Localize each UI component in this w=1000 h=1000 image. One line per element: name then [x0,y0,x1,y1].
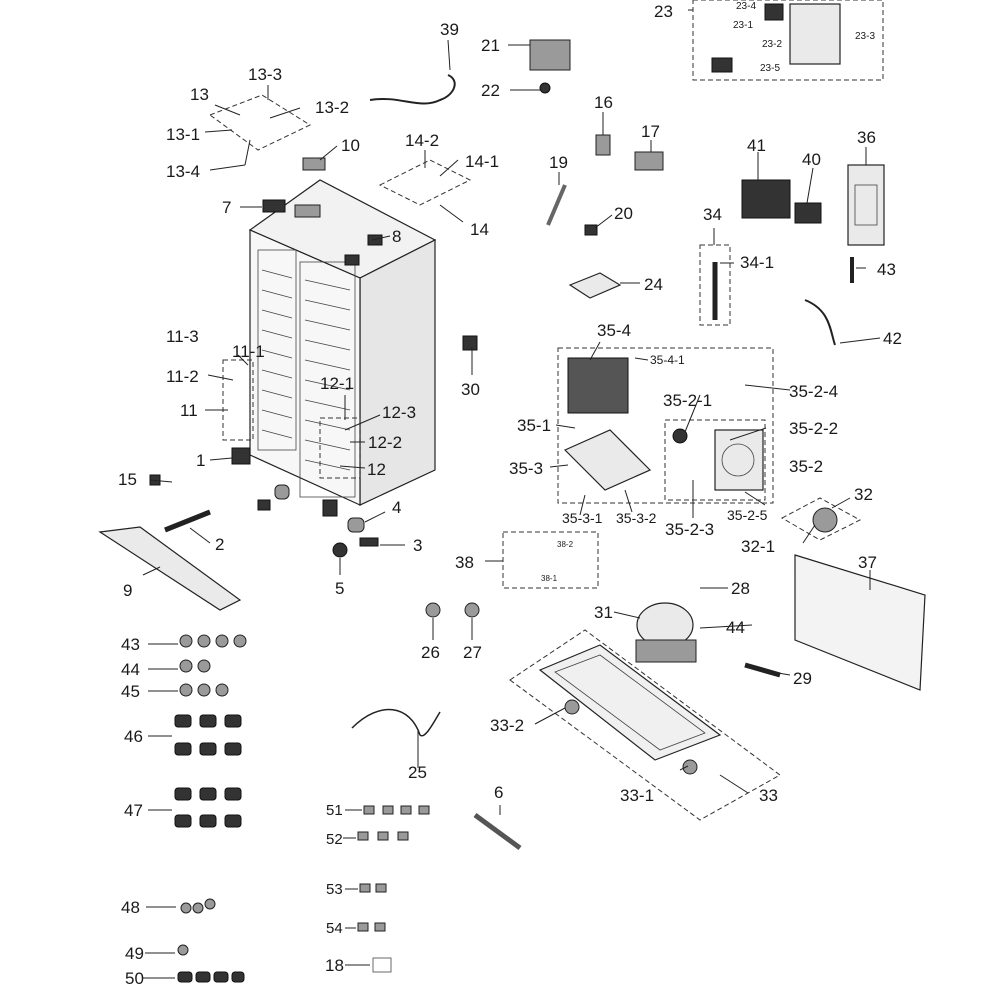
callout-13: 13 [190,85,209,104]
callout-13-4: 13-4 [166,162,200,181]
callout-34-1: 34-1 [740,253,774,272]
callout-13-2: 13-2 [315,98,349,117]
callout-22: 22 [481,81,500,100]
callout-12: 12 [367,460,386,479]
callout-12-3: 12-3 [382,403,416,422]
callout-35-2-5: 35-2-5 [727,507,768,523]
callout-52: 52 [326,831,343,848]
part-glyphs [98,0,926,973]
callout-35-4-1: 35-4-1 [650,353,685,367]
refrigerator-cabinet [248,179,437,506]
callout-8: 8 [392,227,401,246]
callout-38: 38 [455,553,474,572]
callout-14: 14 [470,220,489,239]
callout-44-left: 44 [121,660,140,679]
callout-32: 32 [854,485,873,504]
callout-40: 40 [802,150,821,169]
callout-13-1: 13-1 [166,125,200,144]
callout-20: 20 [614,204,633,223]
callout-15: 15 [118,470,137,489]
callout-48: 48 [121,898,140,917]
callout-44-right: 44 [726,618,745,637]
callout-35-3-2: 35-3-2 [616,510,657,526]
callout-36: 36 [857,128,876,147]
bottom-plate-assembly [509,629,781,821]
callout-43-left: 43 [121,635,140,654]
callout-9: 9 [123,581,132,600]
callout-23-4: 23-4 [736,1,756,12]
callout-16: 16 [594,93,613,112]
callout-17: 17 [641,122,660,141]
callout-labels: 1 2 3 4 5 6 7 8 9 10 11 11-1 11-2 11-3 1… [118,1,902,988]
callout-33-1: 33-1 [620,786,654,805]
callout-23-3: 23-3 [855,31,875,42]
callout-38-2: 38-2 [557,540,574,549]
callout-11-3: 11-3 [166,327,199,346]
callout-35-3-1: 35-3-1 [562,510,603,526]
callout-6: 6 [494,783,503,802]
fastener-glyphs [174,634,430,983]
callout-49: 49 [125,944,144,963]
callout-35-2-1: 35-2-1 [663,391,712,410]
callout-13-3: 13-3 [248,65,282,84]
callout-30: 30 [461,380,480,399]
callout-42: 42 [883,329,902,348]
callout-14-1: 14-1 [465,152,499,171]
callout-33: 33 [759,786,778,805]
callout-12-2: 12-2 [368,433,402,452]
callout-19: 19 [549,153,568,172]
callout-35-1: 35-1 [517,416,551,435]
callout-23: 23 [654,2,673,21]
callout-1: 1 [196,451,205,470]
callout-11-1: 11-1 [232,342,265,361]
callout-34: 34 [703,205,722,224]
callout-31: 31 [594,603,613,622]
callout-23-1: 23-1 [733,20,753,31]
callout-10: 10 [341,136,360,155]
callout-32-1: 32-1 [741,537,775,556]
callout-12-1: 12-1 [320,374,354,393]
callout-25: 25 [408,763,427,782]
callout-45: 45 [121,682,140,701]
callout-5: 5 [335,579,344,598]
callout-4: 4 [392,498,401,517]
callout-24: 24 [644,275,663,294]
callout-11-2: 11-2 [166,367,199,386]
callout-23-2: 23-2 [762,39,782,50]
callout-37: 37 [858,553,877,572]
callout-50: 50 [125,969,144,988]
callout-41: 41 [747,136,766,155]
callout-43-right: 43 [877,260,896,279]
callout-14-2: 14-2 [405,131,439,150]
callout-39: 39 [440,20,459,39]
callout-29: 29 [793,669,812,688]
callout-35-2: 35-2 [789,457,823,476]
callout-38-1: 38-1 [541,574,558,583]
callout-35-3: 35-3 [509,459,543,478]
callout-35-2-4: 35-2-4 [789,382,838,401]
callout-35-4: 35-4 [597,321,631,340]
callout-3: 3 [413,536,422,555]
callout-28: 28 [731,579,750,598]
callout-18: 18 [325,956,344,975]
callout-33-2: 33-2 [490,716,524,735]
callout-27: 27 [463,643,482,662]
callout-21: 21 [481,36,500,55]
callout-26: 26 [421,643,440,662]
callout-53: 53 [326,881,343,898]
callout-2: 2 [215,535,224,554]
callout-35-2-3: 35-2-3 [665,520,714,539]
leader-lines [142,9,881,979]
callout-7: 7 [222,198,231,217]
callout-51: 51 [326,802,343,819]
callout-46: 46 [124,727,143,746]
callout-23-5: 23-5 [760,63,780,74]
callout-47: 47 [124,801,143,820]
callout-35-2-2: 35-2-2 [789,419,838,438]
callout-54: 54 [326,920,343,937]
callout-11: 11 [180,401,198,420]
